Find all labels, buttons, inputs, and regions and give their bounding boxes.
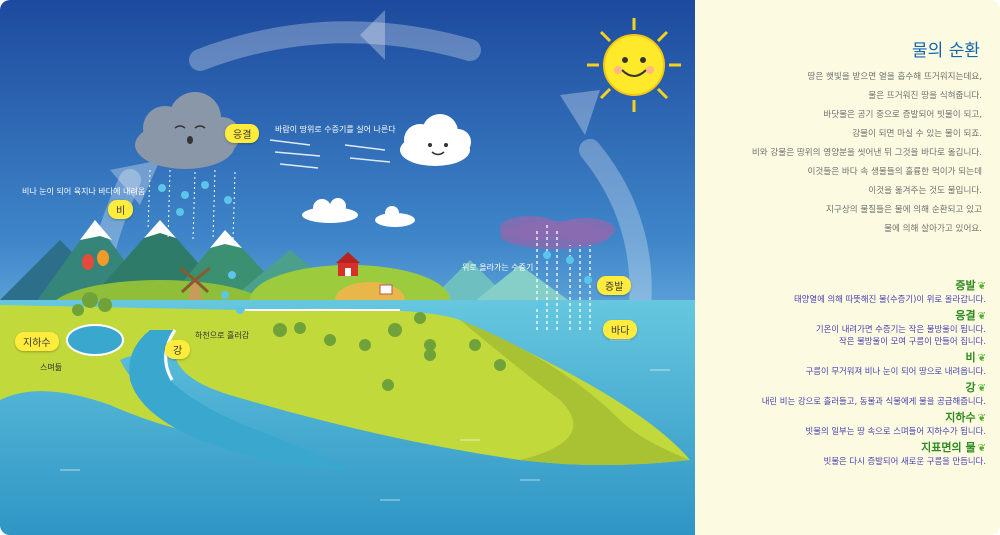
sprout-icon: ❦ xyxy=(977,383,986,394)
sprout-icon: ❦ xyxy=(977,281,986,292)
term-groundwater: 지하수❦ 빗물의 일부는 땅 속으로 스며들어 지하수가 됩니다. xyxy=(701,410,986,437)
hot-air-balloons xyxy=(82,250,109,270)
intro-line: 땅은 햇빛을 받으면 열을 흡수해 뜨거워지는데요, xyxy=(807,72,982,82)
term-heading: 지하수 xyxy=(945,411,976,424)
term-river: 강❦ 내린 비는 강으로 흘러들고, 동물과 식물에게 물을 공급해줍니다. xyxy=(701,380,986,407)
term-heading: 비 xyxy=(965,351,976,364)
river xyxy=(129,330,350,470)
sprout-icon: ❦ xyxy=(977,443,986,454)
raindrops xyxy=(158,181,244,314)
evaporation-arrows xyxy=(536,225,591,330)
term-desc: 내린 비는 강으로 흘러들고, 동물과 식물에게 물을 공급해줍니다. xyxy=(761,396,986,406)
term-desc: 구름이 무거워져 비나 눈이 되어 땅으로 내려옵니다. xyxy=(805,366,986,376)
term-desc: 빗물의 일부는 땅 속으로 스며들어 지하수가 됩니다. xyxy=(805,426,986,436)
trees xyxy=(72,292,506,391)
intro-line: 지구상의 물질들은 물에 의해 순환되고 있고 xyxy=(826,205,982,215)
sea-waves xyxy=(60,339,670,501)
intro-line: 바닷물은 공기 중으로 증발되어 빗물이 되고, xyxy=(823,110,982,120)
wind-lines xyxy=(269,139,391,169)
intro-line: 물에 의해 살아가고 있어요. xyxy=(884,224,982,234)
windmill xyxy=(179,266,211,300)
water-cycle-illustration: 바람이 땅위로 수증기를 실어 나른다 비나 눈이 되어 육지나 바다에 내려옴… xyxy=(0,0,695,535)
sun xyxy=(587,18,681,112)
white-cloud xyxy=(400,114,471,166)
term-heading: 증발 xyxy=(955,279,976,292)
vapor-cloud xyxy=(500,216,615,249)
intro-line: 이것들은 바다 속 생물들의 훌륭한 먹이가 되는데 xyxy=(807,167,982,177)
pill-rain: 비 xyxy=(108,200,134,219)
sprout-icon: ❦ xyxy=(977,413,986,424)
explanation-panel: 물의 순환 땅은 햇빛을 받으면 열을 흡수해 뜨거워지는데요, 물은 뜨거워진… xyxy=(695,0,1000,535)
term-heading: 강 xyxy=(965,381,976,394)
term-desc: 태양열에 의해 따뜻해진 물(수증기)이 위로 올라갑니다. xyxy=(793,294,986,304)
pill-evaporation: 증발 xyxy=(597,276,632,295)
vapor-drops xyxy=(536,251,592,309)
intro-line: 물은 뜨거워진 땅을 식혀줍니다. xyxy=(868,91,982,101)
stream-caption: 하천으로 흘러감 xyxy=(195,331,250,340)
term-heading: 응결 xyxy=(955,309,976,322)
intro-line: 강물이 되면 마실 수 있는 물이 되죠. xyxy=(852,129,982,139)
sprout-icon: ❦ xyxy=(977,353,986,364)
term-desc: 기온이 내려가면 수증기는 작은 물방울이 됩니다. xyxy=(815,324,986,334)
term-surface-water: 지표면의 물❦ 빗물은 다시 증발되어 새로운 구름을 만듭니다. xyxy=(701,440,986,467)
term-rain: 비❦ 구름이 무거워져 비나 눈이 되어 땅으로 내려옵니다. xyxy=(701,350,986,377)
intro-text: 땅은 햇빛을 받으면 열을 흡수해 뜨거워지는데요, 물은 뜨거워진 땅을 식혀… xyxy=(702,68,982,239)
wind-caption: 바람이 땅위로 수증기를 실어 나른다 xyxy=(275,125,396,134)
pill-sea: 바다 xyxy=(603,320,638,339)
sprout-icon: ❦ xyxy=(977,311,986,322)
lake xyxy=(66,324,124,356)
intro-line: 비와 강물은 땅위의 영양분을 씻어낸 뒤 그것을 바다로 옮깁니다. xyxy=(751,148,982,158)
seep-caption: 스며듦 xyxy=(40,363,63,372)
term-heading: 지표면의 물 xyxy=(921,441,976,454)
rain-caption: 비나 눈이 되어 육지나 바다에 내려옴 xyxy=(22,187,146,196)
rain-cloud xyxy=(135,92,240,169)
intro-line: 이것을 옮겨주는 것도 물입니다. xyxy=(868,186,982,196)
barn xyxy=(336,252,360,276)
pill-river: 강 xyxy=(165,340,191,359)
small-clouds xyxy=(302,198,415,227)
panel-title: 물의 순환 xyxy=(912,41,980,61)
pill-groundwater: 지하수 xyxy=(15,332,59,351)
term-list: 증발❦ 태양열에 의해 따뜻해진 물(수증기)이 위로 올라갑니다. 응결❦ 기… xyxy=(701,275,986,467)
term-condensation: 응결❦ 기온이 내려가면 수증기는 작은 물방울이 됩니다. 작은 물방울이 모… xyxy=(701,308,986,347)
term-desc: 작은 물방울이 모여 구름이 만들어 집니다. xyxy=(839,336,986,346)
term-evaporation: 증발❦ 태양열에 의해 따뜻해진 물(수증기)이 위로 올라갑니다. xyxy=(701,278,986,305)
vapor-caption: 위로 올라가는 수증기 xyxy=(462,263,534,272)
scene-artwork xyxy=(0,0,695,535)
term-desc: 빗물은 다시 증발되어 새로운 구름을 만듭니다. xyxy=(823,456,986,466)
pill-condensation: 응결 xyxy=(225,124,260,143)
rain-streaks xyxy=(147,169,236,241)
